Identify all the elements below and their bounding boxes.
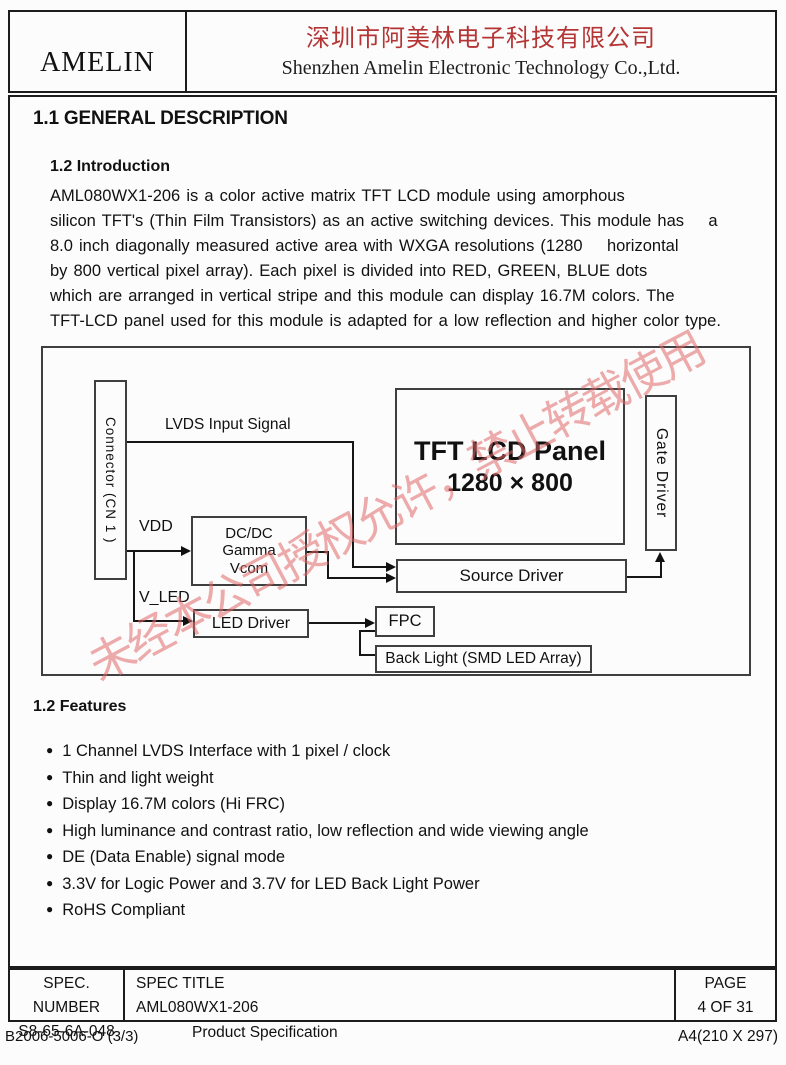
backlight-label: Back Light (SMD LED Array): [385, 650, 582, 667]
page-cell: PAGE 4 OF 31: [674, 970, 775, 1020]
block-diagram: Connector (CN 1 ) LVDS Input Signal VDD …: [41, 346, 751, 676]
bullet-icon: ●: [46, 796, 54, 810]
feature-text: High luminance and contrast ratio, low r…: [62, 821, 589, 840]
vled-line: [133, 620, 183, 622]
spec-title-cell: SPEC TITLE AML080WX1-206: [125, 970, 674, 1020]
connector-box: Connector (CN 1 ): [94, 380, 127, 580]
bullet-icon: ●: [46, 743, 54, 757]
dcdc-box: DC/DC Gamma Vcom: [191, 516, 307, 586]
list-item: ● High luminance and contrast ratio, low …: [46, 819, 589, 846]
bullet-icon: ●: [46, 849, 54, 863]
intro-heading: 1.2 Introduction: [50, 158, 170, 175]
vdd-line: [127, 550, 182, 552]
list-item: ● RoHS Compliant: [46, 898, 589, 925]
page-value: 4 OF 31: [697, 999, 754, 1016]
source-to-gate-line: [627, 576, 662, 578]
backlight-box: Back Light (SMD LED Array): [375, 645, 592, 673]
vdd-label: VDD: [139, 518, 173, 535]
features-heading: 1.2 Features: [33, 698, 127, 715]
arrow-right-icon: [386, 573, 396, 583]
vled-label: V_LED: [139, 589, 190, 606]
section-title: 1.1 GENERAL DESCRIPTION: [33, 108, 288, 129]
list-item: ● Display 16.7M colors (Hi FRC): [46, 792, 589, 819]
feature-text: 3.3V for Logic Power and 3.7V for LED Ba…: [62, 874, 480, 893]
intro-paragraph: AML080WX1-206 is a color active matrix T…: [50, 184, 755, 334]
dcdc-out-line: [307, 551, 329, 553]
spec-title-value: AML080WX1-206: [136, 999, 259, 1016]
feature-text: Display 16.7M colors (Hi FRC): [62, 795, 286, 813]
feature-text: 1 Channel LVDS Interface with 1 pixel / …: [62, 742, 391, 760]
intro-line: silicon TFT's (Thin Film Transistors) as…: [50, 212, 718, 230]
logo-cell: AMELIN: [10, 12, 187, 91]
intro-line: which are arranged in vertical stripe an…: [50, 287, 675, 305]
dcdc-line: Vcom: [229, 559, 269, 577]
fpc-label: FPC: [388, 612, 422, 630]
source-driver-box: Source Driver: [396, 559, 627, 593]
header-table: AMELIN 深圳市阿美林电子科技有限公司 Shenzhen Amelin El…: [8, 10, 777, 93]
arrow-right-icon: [181, 546, 191, 556]
dcdc-out-line-to-source: [327, 577, 387, 579]
paper-size: A4(210 X 297): [678, 1028, 778, 1045]
fpc-backlight-bracket-side: [359, 630, 361, 656]
led-driver-box: LED Driver: [193, 609, 309, 638]
arrow-right-icon: [183, 616, 193, 626]
vled-branch-line: [133, 550, 135, 622]
list-item: ● Thin and light weight: [46, 766, 589, 793]
intro-line: by 800 vertical pixel array). Each pixel…: [50, 262, 648, 280]
features-list: ● 1 Channel LVDS Interface with 1 pixel /…: [46, 739, 589, 925]
company-name-english: Shenzhen Amelin Electronic Technology Co…: [281, 57, 681, 79]
gate-driver-label: Gate Driver: [653, 427, 670, 519]
tft-panel-resolution: 1280 × 800: [447, 468, 573, 497]
document-code: B2006-5006-O (3/3): [5, 1028, 139, 1045]
company-logo: AMELIN: [40, 46, 155, 78]
fpc-backlight-bracket-top: [359, 630, 375, 632]
lvds-input-signal-label: LVDS Input Signal: [165, 416, 291, 433]
intro-line: AML080WX1-206 is a color active matrix T…: [50, 187, 625, 205]
page-label: PAGE: [704, 975, 747, 992]
lvds-line-horizontal: [127, 441, 354, 443]
fpc-box: FPC: [375, 606, 435, 637]
dcdc-out-line-vertical: [327, 551, 329, 579]
source-driver-label: Source Driver: [459, 566, 564, 585]
led-to-fpc-line: [309, 622, 366, 624]
document-type: Product Specification: [192, 1024, 338, 1041]
arrow-up-icon: [655, 552, 665, 562]
spec-number-cell: SPEC. NUMBER S8-65-6A-048: [10, 970, 125, 1040]
tft-lcd-panel-box: TFT LCD Panel 1280 × 800: [395, 388, 625, 545]
spec-number-value: S8-65-6A-048: [18, 1023, 115, 1040]
list-item: ● DE (Data Enable) signal mode: [46, 845, 589, 872]
company-name-chinese: 深圳市阿美林电子科技有限公司: [306, 26, 656, 52]
content-frame: [8, 95, 777, 968]
tft-panel-title: TFT LCD Panel: [413, 435, 606, 466]
list-item: ● 1 Channel LVDS Interface with 1 pixel /…: [46, 739, 589, 766]
connector-label: Connector (CN 1 ): [103, 416, 118, 544]
bullet-icon: ●: [46, 875, 54, 890]
gate-driver-box: Gate Driver: [645, 395, 677, 551]
lvds-line-to-source: [352, 566, 388, 568]
intro-line: TFT-LCD panel used for this module is ad…: [50, 312, 721, 330]
bullet-icon: ●: [46, 769, 54, 784]
list-item: ● 3.3V for Logic Power and 3.7V for LED B…: [46, 872, 589, 899]
led-driver-label: LED Driver: [211, 614, 291, 632]
bullet-icon: ●: [46, 902, 54, 916]
lvds-line-vertical: [352, 441, 354, 568]
feature-text: DE (Data Enable) signal mode: [62, 848, 286, 866]
feature-text: RoHS Compliant: [62, 901, 186, 919]
dcdc-line: DC/DC: [225, 524, 273, 542]
feature-text: Thin and light weight: [62, 768, 214, 787]
spec-title-label: SPEC TITLE: [136, 975, 225, 992]
spec-number-label: SPEC. NUMBER: [32, 975, 101, 1016]
fpc-backlight-bracket-bottom: [359, 654, 375, 656]
arrow-right-icon: [386, 562, 396, 572]
source-to-gate-line-vertical: [660, 561, 662, 578]
intro-line: 8.0 inch diagonally measured active area…: [50, 237, 679, 255]
dcdc-line: Gamma: [222, 542, 276, 560]
company-name-cell: 深圳市阿美林电子科技有限公司 Shenzhen Amelin Electroni…: [187, 12, 775, 91]
footer-table: SPEC. NUMBER S8-65-6A-048 SPEC TITLE AML…: [8, 968, 777, 1040]
bullet-icon: ●: [46, 822, 54, 837]
arrow-right-icon: [365, 618, 375, 628]
